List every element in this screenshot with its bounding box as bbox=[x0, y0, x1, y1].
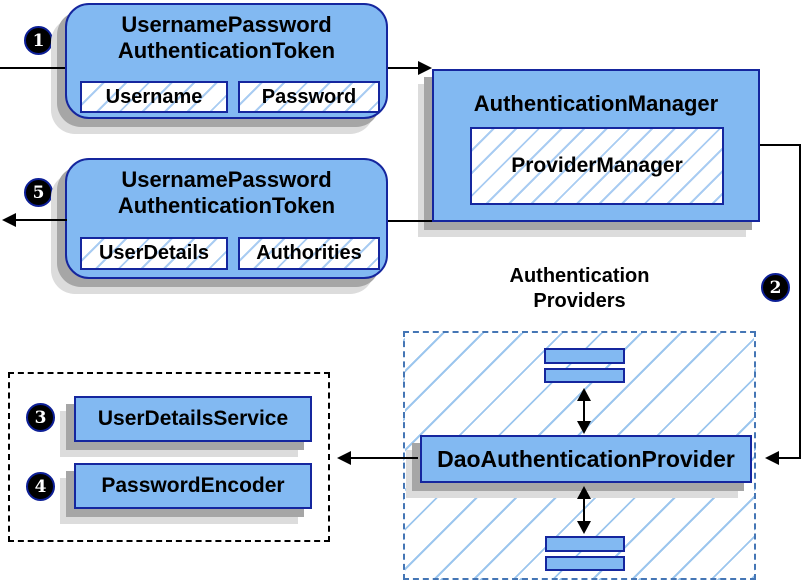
providers-heading-line2: Providers bbox=[533, 290, 626, 312]
incoming-request-line bbox=[0, 67, 65, 69]
response-token-title-line2: AuthenticationToken bbox=[117, 193, 336, 218]
password-field-box: Password bbox=[238, 81, 380, 113]
authentication-providers-group: DaoAuthenticationProvider bbox=[403, 331, 756, 580]
providers-heading: Authentication Providers bbox=[403, 264, 756, 314]
provider-manager-box: ProviderManager bbox=[470, 127, 724, 205]
step-2-badge: 2 bbox=[761, 273, 790, 302]
providers-heading-line1: Authentication bbox=[509, 265, 650, 287]
manager-to-response-token-line bbox=[388, 220, 432, 222]
authentication-manager-title: AuthenticationManager bbox=[473, 91, 719, 116]
user-details-services-group: UserDetailsService PasswordEncoder bbox=[8, 372, 330, 542]
arrowhead-left-icon bbox=[765, 451, 779, 465]
arrowhead-left-icon bbox=[2, 213, 16, 227]
authorities-field-box: Authorities bbox=[238, 237, 380, 270]
request-token-node: UsernamePassword AuthenticationToken Use… bbox=[65, 3, 388, 119]
user-details-service-node: UserDetailsService bbox=[74, 396, 312, 442]
provider-stack-top-bar-1 bbox=[544, 348, 625, 364]
provider-stack-bottom-bar-2 bbox=[545, 556, 625, 571]
arrowhead-down-icon bbox=[577, 521, 591, 534]
request-token-title-line2: AuthenticationToken bbox=[117, 38, 336, 63]
step-3-badge: 3 bbox=[26, 403, 55, 432]
provider-stack-bottom-bar-1 bbox=[545, 536, 625, 552]
provider-stack-top-bar-2 bbox=[544, 368, 625, 383]
userdetails-field-box: UserDetails bbox=[80, 237, 228, 270]
request-token-title-line1: UsernamePassword bbox=[121, 12, 332, 37]
arrowhead-up-icon bbox=[577, 486, 591, 499]
password-encoder-node: PasswordEncoder bbox=[74, 463, 312, 509]
response-token-title-line1: UsernamePassword bbox=[121, 167, 332, 192]
arrowhead-down-icon bbox=[577, 421, 591, 434]
step-4-badge: 4 bbox=[26, 472, 55, 501]
step-1-badge: 1 bbox=[24, 26, 53, 55]
response-token-node: UsernamePassword AuthenticationToken Use… bbox=[65, 158, 388, 279]
authentication-manager-node: AuthenticationManager ProviderManager bbox=[432, 69, 760, 222]
step-5-badge: 5 bbox=[24, 178, 53, 207]
arrowhead-left-icon bbox=[337, 451, 351, 465]
dao-authentication-provider-node: DaoAuthenticationProvider bbox=[420, 435, 752, 483]
arrowhead-up-icon bbox=[577, 388, 591, 401]
username-field-box: Username bbox=[80, 81, 228, 113]
response-token-title: UsernamePassword AuthenticationToken bbox=[67, 160, 386, 219]
request-token-title: UsernamePassword AuthenticationToken bbox=[67, 5, 386, 64]
arrowhead-right-icon bbox=[418, 61, 432, 75]
